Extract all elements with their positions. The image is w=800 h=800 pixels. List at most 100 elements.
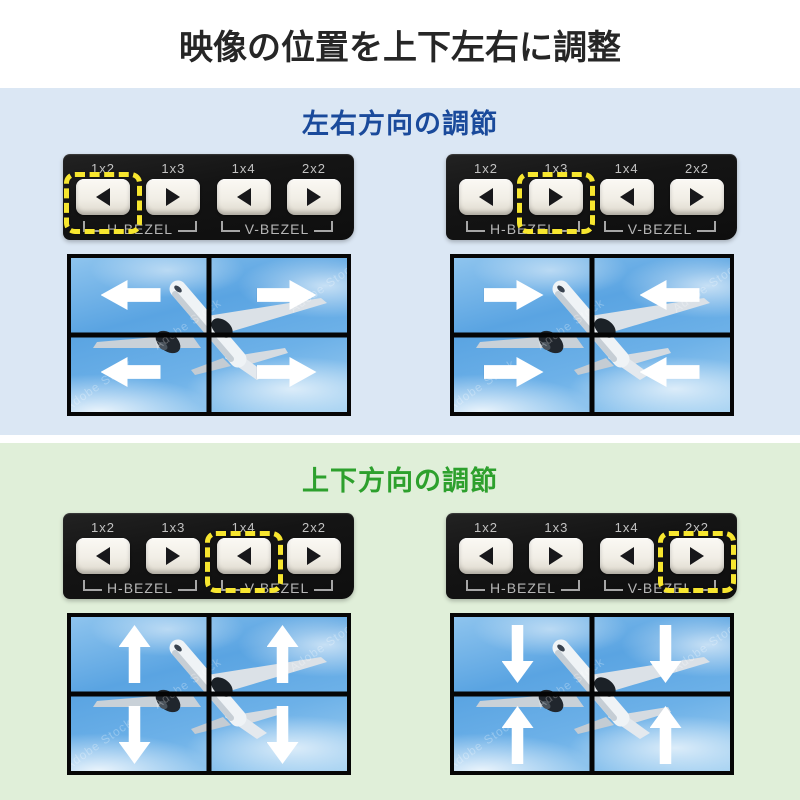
bezel-adjust-button — [76, 179, 130, 215]
panel-button-cell: 1x2 — [64, 161, 142, 234]
examples-row: 1x2 1x3 1x4 2x2 — [0, 154, 800, 416]
highlight-dashed-box — [64, 172, 142, 234]
button-cells: 1x2 1x3 1x4 2x2 — [455, 161, 728, 234]
panel-button-cell: 1x3 — [525, 520, 587, 574]
button-config-label: 1x3 — [544, 520, 569, 535]
bracket-corner — [561, 580, 581, 591]
video-wall-preview: Adobe Stock Adobe Stock Adobe Stock — [66, 254, 351, 416]
bezel-adjust-button — [286, 538, 341, 574]
h-bezel-label: H-BEZEL — [489, 580, 557, 596]
bezel-adjust-button — [216, 538, 271, 574]
v-bezel-label: V-BEZEL — [244, 221, 310, 237]
examples-row: 1x2 1x3 1x4 2x2 — [0, 513, 800, 775]
bezel-adjust-button — [459, 179, 513, 215]
button-config-label: 1x4 — [231, 161, 256, 176]
button-cells: 1x2 1x3 1x4 2x2 — [72, 520, 345, 593]
panel-button-cell: 2x2 — [283, 520, 345, 574]
triangle-icon — [689, 547, 704, 565]
section-divider — [0, 435, 800, 443]
control-panel-photo: 1x2 1x3 1x4 2x2 — [446, 513, 737, 599]
panel-button-cell: 1x2 — [72, 520, 134, 574]
bracket-corner — [603, 221, 623, 232]
button-config-label: 1x2 — [474, 520, 498, 535]
panel-button-cell: 2x2 — [283, 161, 345, 215]
bezel-adjust-button — [529, 538, 584, 574]
bezel-adjust-button — [146, 538, 201, 574]
bracket-corner — [603, 580, 623, 591]
highlight-dashed-box — [657, 531, 736, 593]
v-bezel-label: V-BEZEL — [627, 221, 693, 237]
button-config-label: 1x2 — [91, 520, 115, 535]
button-config-label: 1x4 — [614, 161, 639, 176]
bezel-line-vertical — [206, 617, 211, 771]
video-wall-preview: Adobe Stock Adobe Stock Adobe Stock — [66, 613, 351, 775]
panel-button-cell: 1x3 — [517, 161, 596, 234]
video-wall-preview: Adobe Stock Adobe Stock Adobe Stock — [449, 613, 734, 775]
triangle-icon — [689, 188, 704, 206]
triangle-icon — [96, 188, 110, 206]
video-wall-preview: Adobe Stock Adobe Stock Adobe Stock — [449, 254, 734, 416]
panel-button-cell: 1x3 — [142, 520, 204, 574]
triangle-icon — [549, 547, 564, 565]
bezel-adjust-button — [216, 179, 271, 215]
example-2x2: 1x2 1x3 1x4 2x2 — [446, 513, 737, 775]
panel-button-cell: 1x2 — [455, 520, 517, 574]
bezel-line-vertical — [589, 258, 594, 412]
triangle-icon — [166, 547, 181, 565]
section-heading-horizontal: 左右方向の調節 — [302, 108, 498, 139]
highlight-dashed-box — [204, 531, 283, 593]
page-title: 映像の位置を上下左右に調整 — [179, 28, 621, 67]
bezel-adjust-button — [669, 179, 724, 215]
panel-button-cell: 1x3 — [142, 161, 204, 215]
bezel-line-vertical — [206, 258, 211, 412]
bezel-adjust-button — [459, 538, 513, 574]
bezel-adjust-button — [76, 538, 130, 574]
bracket-corner — [465, 580, 485, 591]
button-config-label: 1x4 — [614, 520, 639, 535]
bezel-adjust-button — [599, 179, 654, 215]
panel-button-cell: 2x2 — [657, 520, 736, 593]
button-config-label: 2x2 — [685, 161, 709, 176]
bracket-corner — [314, 580, 334, 591]
example-1x3: 1x2 1x3 1x4 2x2 — [446, 154, 737, 416]
bezel-adjust-button — [669, 538, 724, 574]
highlight-dashed-box — [517, 172, 596, 234]
button-config-label: 1x2 — [474, 161, 498, 176]
bracket-corner — [220, 221, 240, 232]
button-config-label: 2x2 — [302, 161, 326, 176]
triangle-icon — [619, 547, 634, 565]
control-panel-photo: 1x2 1x3 1x4 2x2 — [63, 154, 354, 240]
h-bezel-label: H-BEZEL — [106, 580, 174, 596]
section-horizontal-adjust: 左右方向の調節 1x2 1x3 1x4 — [0, 88, 800, 435]
triangle-icon — [236, 547, 251, 565]
panel-button-cell: 1x4 — [596, 520, 658, 574]
bracket-corner — [178, 580, 198, 591]
triangle-icon — [619, 188, 634, 206]
control-panel-photo: 1x2 1x3 1x4 2x2 — [63, 513, 354, 599]
panel-button-cell: 1x4 — [596, 161, 658, 215]
h-bezel-group: H-BEZEL — [74, 575, 206, 596]
triangle-icon — [166, 188, 181, 206]
airplane-image — [475, 639, 710, 739]
panel-button-cell: 1x2 — [455, 161, 517, 215]
bracket-corner — [697, 221, 717, 232]
button-config-label: 1x3 — [161, 161, 186, 176]
bracket-corner — [82, 580, 102, 591]
triangle-icon — [549, 188, 564, 206]
button-config-label: 1x3 — [161, 520, 186, 535]
bracket-corner — [178, 221, 198, 232]
triangle-icon — [96, 547, 110, 565]
section-vertical-adjust: 上下方向の調節 1x2 1x3 1x4 — [0, 443, 800, 800]
v-bezel-group: V-BEZEL — [594, 216, 726, 237]
page-header: 映像の位置を上下左右に調整 — [0, 0, 800, 88]
example-1x2: 1x2 1x3 1x4 2x2 — [63, 154, 354, 416]
panel-button-cell: 1x4 — [204, 520, 283, 593]
button-cells: 1x2 1x3 1x4 2x2 — [64, 161, 345, 234]
section-heading-vertical: 上下方向の調節 — [302, 465, 498, 496]
bezel-line-vertical — [589, 617, 594, 771]
example-1x4: 1x2 1x3 1x4 2x2 — [63, 513, 354, 775]
panel-button-cell: 2x2 — [666, 161, 728, 215]
triangle-icon — [479, 188, 493, 206]
button-cells: 1x2 1x3 1x4 2x2 — [455, 520, 736, 593]
panel-button-cell: 1x4 — [213, 161, 275, 215]
